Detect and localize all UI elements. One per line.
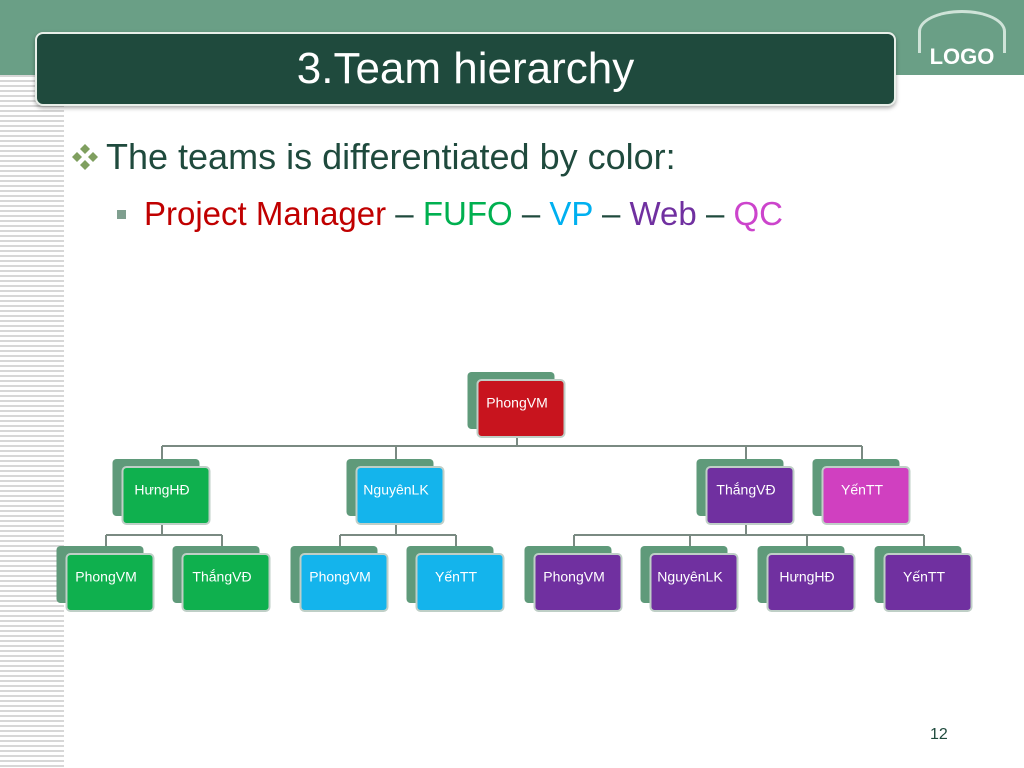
org-node-label: ThắngVĐ: [192, 569, 251, 585]
org-node-label: NguyênLK: [363, 482, 429, 498]
org-node: PhongVM: [56, 546, 155, 612]
team-color-legend: Project Manager – FUFO – VP – Web – QC: [144, 195, 783, 233]
org-node: YếnTT: [812, 459, 911, 525]
org-node-label: HưngHĐ: [134, 482, 189, 498]
bullet-main: The teams is differentiated by color:: [68, 136, 676, 178]
org-node-box: [766, 553, 856, 612]
org-node: YếnTT: [406, 546, 505, 612]
org-node-box: [649, 553, 739, 612]
org-node: PhongVM: [290, 546, 389, 612]
org-node: NguyênLK: [346, 459, 445, 525]
square-bullet-icon: [117, 209, 126, 219]
side-stripes: [0, 75, 64, 768]
legend-segment: QC: [733, 195, 783, 232]
legend-segment: –: [521, 195, 541, 232]
org-node-box: [883, 553, 973, 612]
org-node-label: PhongVM: [75, 569, 136, 585]
page-number: 12: [930, 726, 948, 743]
org-node-box: [181, 553, 271, 612]
legend-segment: –: [395, 195, 414, 232]
org-node: HưngHĐ: [757, 546, 856, 612]
bullet-main-text: The teams is differentiated by color:: [106, 136, 676, 177]
org-node-label: NguyênLK: [657, 569, 723, 585]
title-bar: 3.Team hierarchy: [35, 32, 896, 106]
org-node-box: [121, 466, 211, 525]
org-node-label: PhongVM: [486, 395, 547, 411]
org-node-label: YếnTT: [903, 569, 945, 585]
org-node-label: YếnTT: [841, 482, 883, 498]
org-node-box: [415, 553, 505, 612]
org-node-box: [299, 553, 389, 612]
logo-arc-icon: [918, 10, 1006, 53]
logo: LOGO: [912, 10, 1012, 72]
org-node-label: HưngHĐ: [779, 569, 834, 585]
org-node-box: [533, 553, 623, 612]
org-node-label: YếnTT: [435, 569, 477, 585]
legend-segment: –: [705, 195, 725, 232]
org-node: NguyênLK: [640, 546, 739, 612]
org-node-label: ThắngVĐ: [716, 482, 775, 498]
org-node-label: PhongVM: [309, 569, 370, 585]
org-node: HưngHĐ: [112, 459, 211, 525]
legend-segment: FUFO: [422, 195, 513, 232]
bullet-sub: Project Manager – FUFO – VP – Web – QC: [117, 195, 783, 233]
diamond-bullet-icon: [72, 144, 98, 170]
org-node-label: PhongVM: [543, 569, 604, 585]
org-node-box: [476, 379, 566, 438]
org-node: ThắngVĐ: [696, 459, 795, 525]
org-node: ThắngVĐ: [172, 546, 271, 612]
legend-segment: Project Manager: [144, 195, 387, 232]
org-node: YếnTT: [874, 546, 973, 612]
org-node-box: [355, 466, 445, 525]
logo-text: LOGO: [929, 44, 995, 69]
legend-segment: Web: [629, 195, 697, 232]
org-node: PhongVM: [467, 372, 566, 438]
org-node-box: [821, 466, 911, 525]
org-node-box: [65, 553, 155, 612]
org-node: PhongVM: [524, 546, 623, 612]
org-node-box: [705, 466, 795, 525]
slide-title: 3.Team hierarchy: [296, 44, 635, 93]
legend-segment: –: [601, 195, 621, 232]
legend-segment: VP: [549, 195, 593, 232]
